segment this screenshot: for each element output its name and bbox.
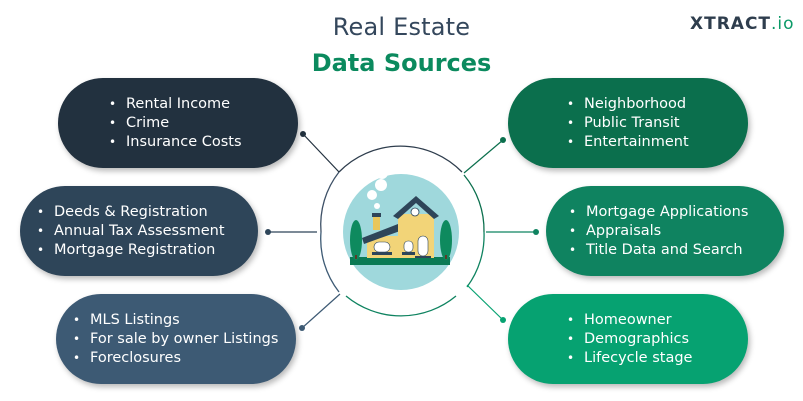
data-group-right-1: Neighborhood Public Transit Entertainmen… (508, 78, 748, 168)
list-item: Lifecycle stage (564, 349, 692, 368)
connector-dot-right-2 (533, 229, 539, 235)
list-item: Homeowner (564, 311, 692, 330)
list-item: Rental Income (106, 95, 242, 114)
logo-brand: XTRACT (690, 14, 772, 34)
hub-ring-bottom (345, 295, 457, 317)
xtract-logo: XTRACT.io (690, 14, 795, 34)
title-line-2: Data Sources (311, 49, 492, 77)
list-item: Crime (106, 114, 242, 133)
list-item: Deeds & Registration (34, 203, 225, 222)
list-item: Title Data and Search (566, 241, 748, 260)
logo-suffix: .io (771, 14, 795, 34)
data-group-right-2: Mortgage Applications Appraisals Title D… (546, 186, 784, 276)
hub-ring-left (320, 171, 340, 233)
data-group-left-2: Deeds & Registration Annual Tax Assessme… (20, 186, 258, 276)
data-group-left-3: MLS Listings For sale by owner Listings … (56, 294, 296, 384)
list-item: Entertainment (564, 133, 689, 152)
list-item: Public Transit (564, 114, 689, 133)
house-icon (343, 167, 459, 290)
hub-ring-left-top (338, 145, 463, 173)
hub-ring-right-top (463, 174, 485, 233)
connector-left-1 (302, 133, 340, 173)
list-item: Annual Tax Assessment (34, 222, 225, 241)
list-item: Mortgage Applications (566, 203, 748, 222)
hub-ring-right-bottom (466, 231, 485, 288)
connector-dot-right-3 (500, 317, 506, 323)
list-item: Demographics (564, 330, 692, 349)
list-item: MLS Listings (70, 311, 278, 330)
list-item: For sale by owner Listings (70, 330, 278, 349)
hub-ring-left-bottom (320, 231, 340, 293)
data-group-right-3: Homeowner Demographics Lifecycle stage (508, 294, 748, 384)
connector-dot-right-1 (500, 137, 506, 143)
list-item: Neighborhood (564, 95, 689, 114)
list-item: Insurance Costs (106, 133, 242, 152)
connector-dot-left-3 (299, 325, 305, 331)
connector-left-3 (301, 293, 341, 329)
list-item: Appraisals (566, 222, 748, 241)
connector-dot-left-1 (300, 131, 306, 137)
data-group-left-1: Rental Income Crime Insurance Costs (58, 78, 298, 168)
list-item: Foreclosures (70, 349, 278, 368)
list-item: Mortgage Registration (34, 241, 225, 260)
connector-right-1 (463, 139, 504, 174)
connector-dot-left-2 (265, 229, 271, 235)
connector-right-3 (466, 284, 504, 321)
title-line-1: Real Estate (332, 13, 471, 41)
